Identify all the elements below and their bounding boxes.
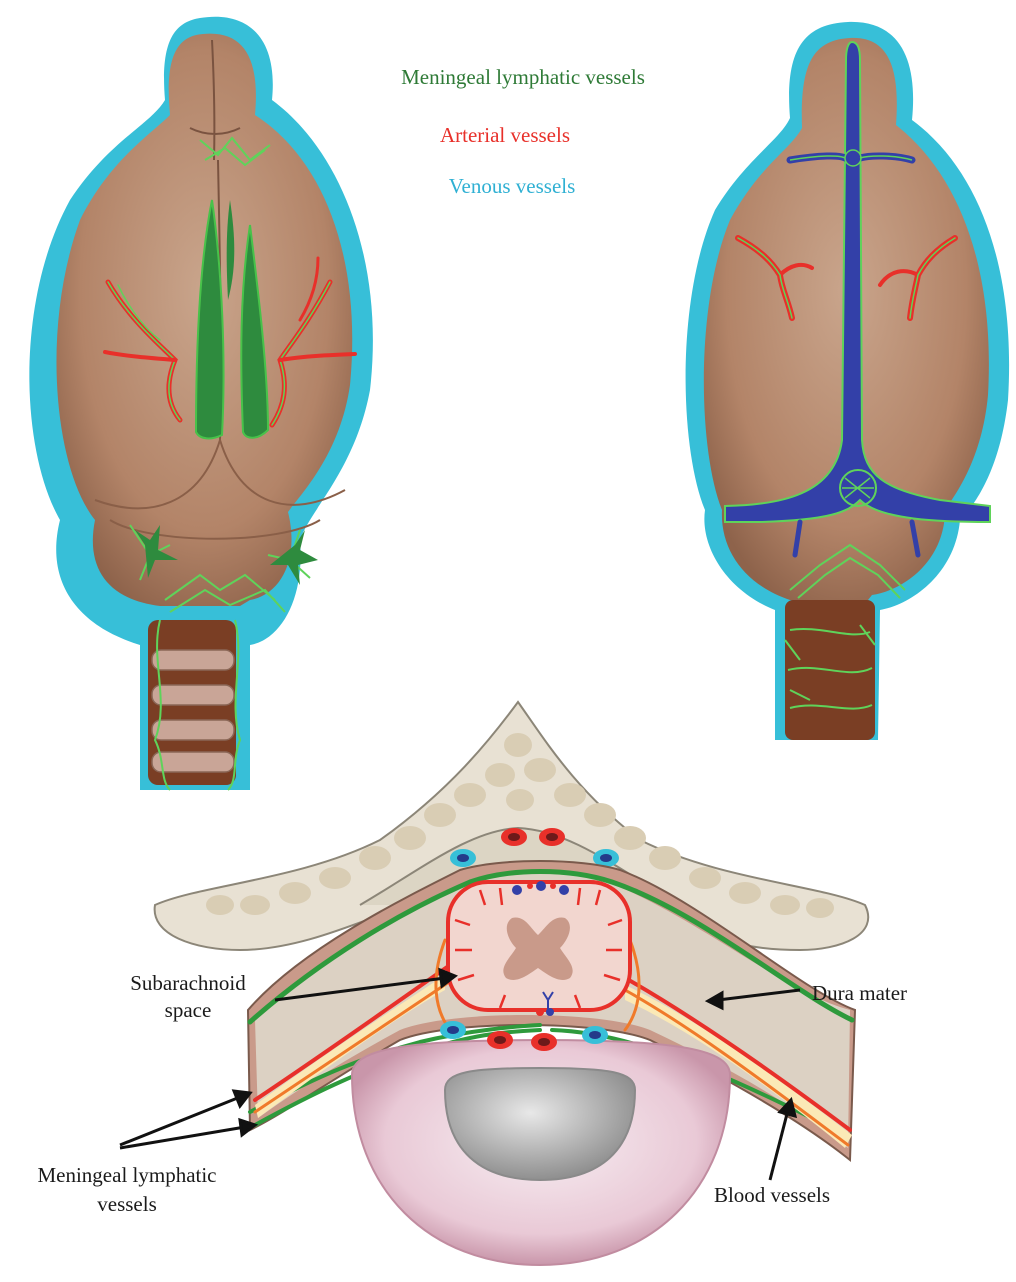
label-subarachnoid-2: space xyxy=(165,998,212,1022)
right-brain-dorsal-view xyxy=(686,22,1010,740)
label-meningeal-1: Meningeal lymphatic xyxy=(37,1163,216,1187)
label-meningeal-2: vessels xyxy=(97,1192,157,1216)
legend-lymphatic: Meningeal lymphatic vessels xyxy=(401,65,645,89)
left-brain-dorsal-view xyxy=(29,17,373,790)
label-blood-vessels: Blood vessels xyxy=(714,1183,830,1207)
legend-arterial: Arterial vessels xyxy=(440,123,570,147)
spinal-cross-section xyxy=(155,702,869,1265)
legend-venous: Venous vessels xyxy=(449,174,576,198)
label-dura-mater: Dura mater xyxy=(812,981,907,1005)
label-subarachnoid-1: Subarachnoid xyxy=(130,971,246,995)
legend: Meningeal lymphatic vessels Arterial ves… xyxy=(401,65,645,198)
